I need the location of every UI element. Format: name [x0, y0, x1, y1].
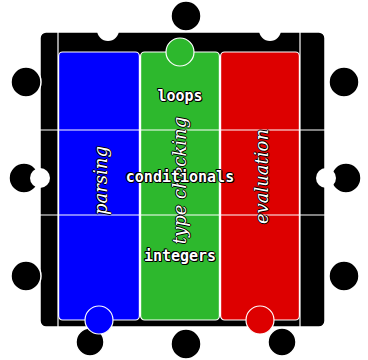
row-label: loops	[157, 87, 202, 105]
puzzle-column: parsing	[58, 36, 140, 336]
column-title: evaluation	[252, 128, 273, 223]
puzzle-column: type checking	[140, 36, 220, 336]
puzzle-column: evaluation	[220, 36, 300, 336]
row-label: integers	[144, 247, 216, 265]
row-label: conditionals	[126, 168, 234, 186]
column-title: parsing	[90, 146, 111, 215]
